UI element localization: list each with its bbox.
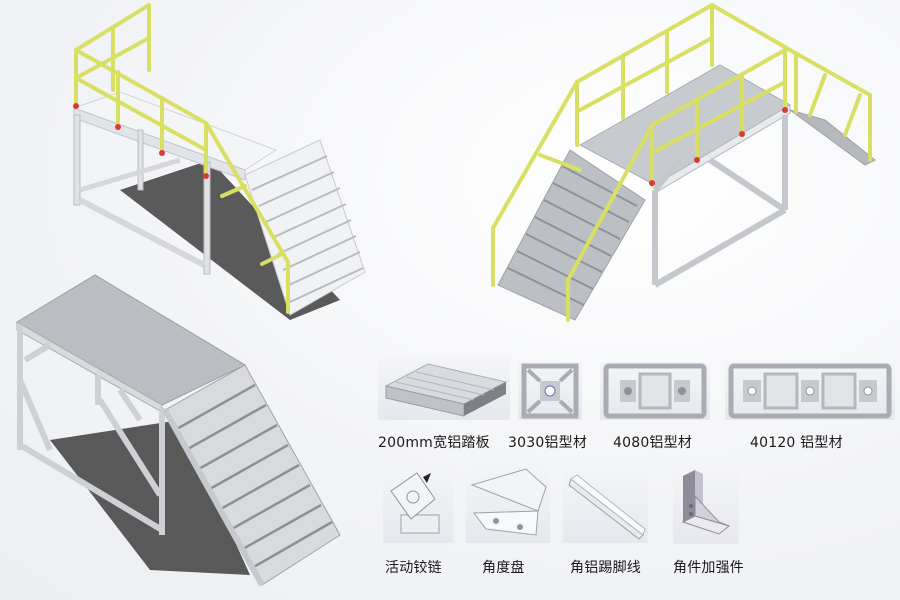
catalog-label-3030: 3030铝型材 <box>508 435 588 451</box>
angle-skirting-image <box>563 465 648 543</box>
angle-plate-image <box>466 463 550 543</box>
corner-bracket-image <box>673 466 739 544</box>
catalog-label-40120: 40120 铝型材 <box>750 435 843 451</box>
catalog-label-4080: 4080铝型材 <box>613 435 693 451</box>
platform-render-top-right <box>480 0 900 340</box>
profile-40120-image <box>725 362 895 420</box>
profile-3030-image <box>518 362 582 420</box>
catalog-label-skirting: 角铝踢脚线 <box>570 560 641 576</box>
tread-plank-image <box>378 358 510 420</box>
catalog-label-corner-bracket: 角件加强件 <box>673 560 744 576</box>
catalog-label-hinge: 活动铰链 <box>385 560 442 576</box>
hinge-image <box>383 463 453 543</box>
catalog-label-angle-plate: 角度盘 <box>482 560 525 576</box>
profile-4080-image <box>600 362 710 420</box>
catalog-label-tread: 200mm宽铝踏板 <box>378 435 490 451</box>
platform-render-bottom-left <box>0 270 370 600</box>
platform-render-top-left <box>40 0 380 340</box>
